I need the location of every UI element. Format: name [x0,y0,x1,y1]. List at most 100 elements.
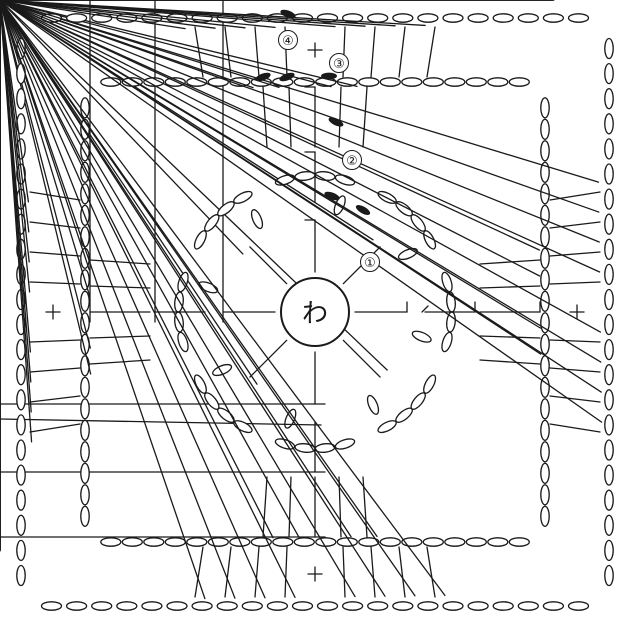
round1-stitch [0,0,380,284]
round4-chain [605,490,613,510]
round-marker-1: ① [361,253,380,272]
stitch-post [30,368,80,372]
round4-chain [493,602,513,610]
round4-chain [605,415,613,435]
slip-stitches [254,8,371,217]
round3-chain [101,538,121,546]
round3-chain [541,463,549,483]
round3-chain [541,119,549,139]
stitch-crossbar [422,306,428,312]
round2-chain [176,271,190,293]
round4-chain [605,139,613,159]
round4-chain [318,602,338,610]
round3-chain [541,334,549,354]
round4-chain [605,189,613,209]
round3-chain [541,399,549,419]
round4-chain [217,602,237,610]
round1-chain [365,394,380,416]
round3-chain [81,291,89,311]
round2-chain [394,406,415,425]
round1-chain [283,408,298,430]
stitch-post [255,547,259,597]
round4-chain [605,290,613,310]
stitch-post [427,547,435,597]
round4-chain [17,465,25,485]
stitch-post [427,27,435,77]
round3-chain [541,248,549,268]
round4-chain [518,602,538,610]
round4-chain [569,14,589,22]
round4-chain [92,602,112,610]
round4-chain [42,602,62,610]
round-3-stitches [0,0,549,546]
round4-chain [17,365,25,385]
round4-chain [167,602,187,610]
round1-stitch [355,302,407,312]
round4-chain [605,540,613,560]
round4-chain [17,390,25,410]
round4-chain [192,602,212,610]
round3-chain [541,270,549,290]
round4-chain [242,602,262,610]
round3-chain [380,538,400,546]
round3-chain [81,485,89,505]
stitch-post [225,547,231,597]
stitch-post [263,87,267,147]
stitch-post [550,368,600,372]
round3-chain [81,442,89,462]
round4-chain [343,602,363,610]
round4-chain [543,14,563,22]
stitch-post [30,192,80,200]
round4-chain [605,89,613,109]
stitch-post [343,547,345,597]
round3-chain [187,538,207,546]
round-marker-4: ④ [279,31,298,50]
round2-chain [409,212,428,233]
stitch-post [371,27,375,77]
round4-chain [493,14,513,22]
round-marker-4-label: ④ [282,34,294,49]
round3-chain [81,420,89,440]
round4-chain [17,89,25,109]
round1-chain [397,246,419,261]
round4-chain [293,602,313,610]
round4-chain [17,415,25,435]
round4-stitch [0,0,265,598]
round4-chain [443,602,463,610]
round4-chain [17,64,25,84]
round4-chain [605,114,613,134]
round3-chain [165,538,185,546]
round2-chain [376,418,398,435]
round-marker-1-label: ① [364,256,376,271]
round3-chain [445,78,465,86]
stitch-post [480,336,540,338]
stitch-post [480,286,540,288]
round3-chain [81,377,89,397]
round4-chain [468,602,488,610]
round3-chain [509,78,529,86]
round4-chain [67,602,87,610]
round4-chain [605,39,613,59]
round4-stitch [0,0,415,597]
round3-chain [541,227,549,247]
round2-chain [440,331,454,353]
round4-chain [443,14,463,22]
round4-chain [393,602,413,610]
round4-chain [605,566,613,586]
stitch-post [250,247,287,284]
stitch-top-bar [0,0,265,598]
round4-chain [468,14,488,22]
round4-chain [569,602,589,610]
stitch-post [30,424,80,432]
round3-chain [541,506,549,526]
round3-chain [81,356,89,376]
round3-chain [541,98,549,118]
round4-chain [17,490,25,510]
round4-chain [605,390,613,410]
stitch-post [550,424,600,432]
round2-cluster [0,302,475,312]
center-ring: わ [281,278,349,346]
round-marker-2-label: ② [346,154,358,169]
